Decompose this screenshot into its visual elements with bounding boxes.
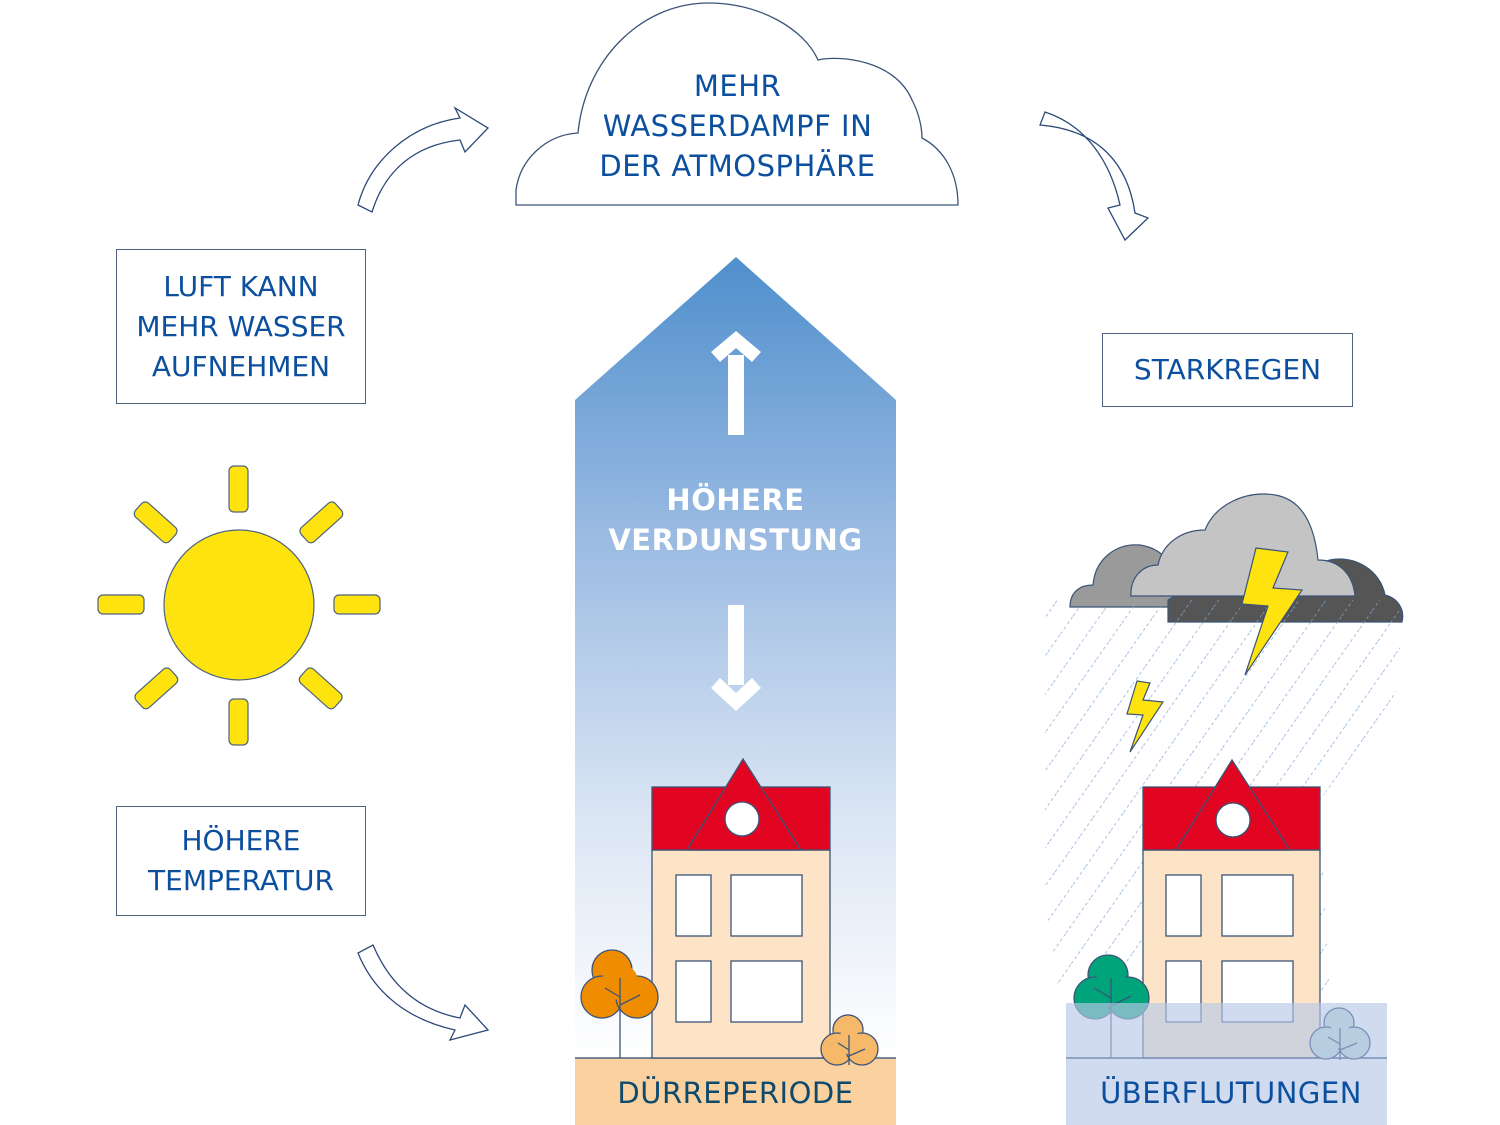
air-capacity-label: LUFT KANN MEHR WASSER AUFNEHMEN [136, 269, 346, 383]
temperature-box: HÖHERE TEMPERATUR [116, 806, 366, 916]
lightning-large-icon [1241, 547, 1304, 676]
drought-ground [575, 1058, 896, 1125]
flooding-label: ÜBERFLUTUNGEN [1100, 1076, 1362, 1110]
tree-submerged-icon [1309, 1007, 1371, 1060]
atmosphere-label: MEHR WASSERDAMPF IN DER ATMOSPHÄRE [599, 69, 876, 183]
curved-arrow-down-right-icon [1039, 111, 1150, 242]
arrow-up-icon [711, 331, 761, 435]
tree-orange-icon [580, 949, 659, 1058]
drought-label: DÜRREPERIODE [617, 1076, 854, 1110]
evaporation-label: HÖHERE VERDUNSTUNG [608, 483, 863, 557]
curved-arrow-bottom-right-icon [357, 944, 490, 1041]
tree-light-orange-icon [820, 1014, 879, 1066]
atmosphere-cloud-shape [515, 2, 959, 206]
heavy-rain-box: STARKREGEN [1102, 333, 1353, 407]
sun-icon [97, 465, 381, 746]
heavy-rain-label: STARKREGEN [1133, 353, 1322, 386]
lightning-small-icon [1126, 680, 1165, 753]
temperature-label: HÖHERE TEMPERATUR [148, 824, 334, 897]
air-capacity-box: LUFT KANN MEHR WASSER AUFNEHMEN [116, 249, 366, 404]
arrow-down-icon [711, 605, 761, 711]
curved-arrow-up-right-icon [357, 106, 490, 213]
drought-house [651, 757, 831, 1059]
